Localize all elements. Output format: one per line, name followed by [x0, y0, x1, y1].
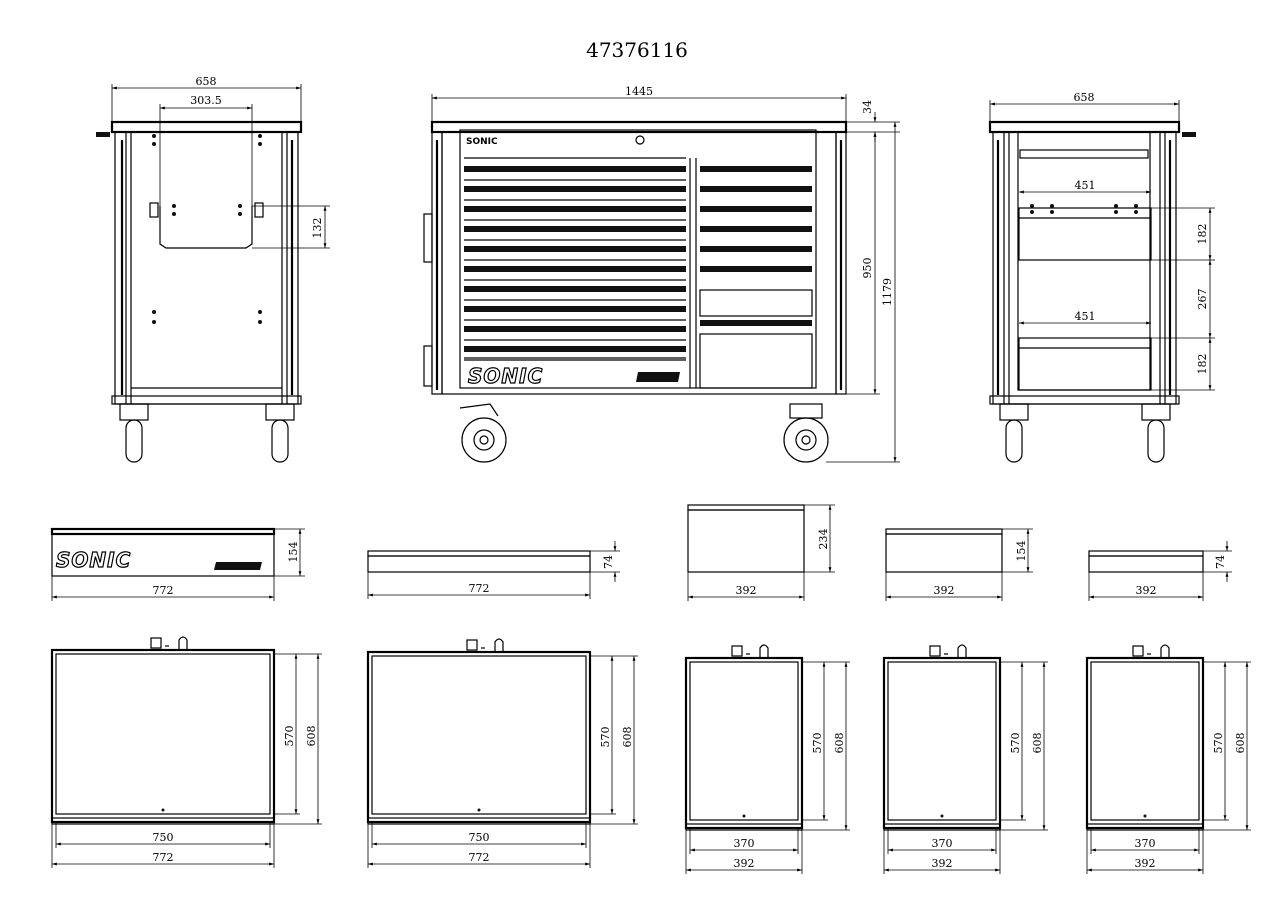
dim-drawer-top-4-inner-width: 370 [932, 837, 953, 850]
dim-drawer-front-1-width: 772 [153, 584, 174, 597]
drawer-top-view-5: 370 392 570 608 [1085, 644, 1251, 874]
drawer-top-view-1: 750 772 570 608 [50, 636, 322, 868]
dim-shelf-width-top: 451 [1075, 179, 1096, 192]
dim-drawer-front-2-height: 74 [602, 555, 615, 569]
dim-side-left-width: 658 [196, 75, 217, 88]
dim-drawer-top-3-inner-depth: 570 [811, 733, 824, 754]
side-view-left: 658 303.5 132 [96, 75, 330, 463]
dim-drawer-top-2-outer-depth: 608 [621, 727, 634, 748]
drawing-title: 47376116 [586, 38, 688, 62]
drawer-front-brand: SONIC [56, 548, 131, 572]
dim-side-right-width: 658 [1074, 91, 1095, 104]
dim-drawer-top-3-outer-depth: 608 [833, 733, 846, 754]
dim-drawer-front-5-width: 392 [1136, 584, 1157, 597]
dim-front-total-height: 1179 [881, 278, 894, 306]
dim-shelf-gap: 267 [1196, 289, 1209, 310]
dim-bracket-width: 303.5 [190, 94, 222, 107]
dim-drawer-front-3-height: 234 [817, 529, 830, 550]
dim-drawer-top-1-outer-depth: 608 [305, 726, 318, 747]
dim-drawer-top-1-inner-width: 750 [153, 831, 174, 844]
dim-drawer-top-5-outer-width: 392 [1135, 857, 1156, 870]
dim-drawer-top-5-inner-depth: 570 [1212, 733, 1225, 754]
dim-front-top-offset: 34 [861, 100, 874, 114]
dim-drawer-front-3-width: 392 [736, 584, 757, 597]
side-view-right: 658 451 451 182 267 182 [988, 91, 1215, 463]
drawer-front-5: 392 74 [1088, 541, 1232, 601]
dim-drawer-top-4-outer-depth: 608 [1031, 733, 1044, 754]
dim-drawer-top-3-outer-width: 392 [734, 857, 755, 870]
dim-front-width: 1445 [625, 85, 653, 98]
front-view: SONIC SONIC 1445 34 950 [423, 85, 900, 463]
dim-drawer-top-3-inner-width: 370 [734, 837, 755, 850]
dim-drawer-top-5-outer-depth: 608 [1234, 733, 1247, 754]
front-top-logo: SONIC [466, 137, 498, 147]
front-brand-logo: SONIC [468, 364, 543, 388]
drawer-top-view-3: 370 392 570 608 [684, 644, 850, 874]
dim-drawer-top-4-inner-depth: 570 [1009, 733, 1022, 754]
drawer-top-view-2: 750 772 570 608 [366, 638, 638, 868]
dim-drawer-top-2-inner-width: 750 [469, 831, 490, 844]
dim-drawer-top-1-outer-width: 772 [153, 851, 174, 864]
drawer-top-view-4: 370 392 570 608 [882, 644, 1048, 874]
dim-drawer-front-4-width: 392 [934, 584, 955, 597]
drawer-front-4: 392 154 [885, 528, 1033, 601]
dim-drawer-top-1-inner-depth: 570 [283, 726, 296, 747]
drawer-front-1: SONIC 772 154 [50, 527, 305, 601]
dim-drawer-top-2-inner-depth: 570 [599, 727, 612, 748]
dim-drawer-front-5-height: 74 [1214, 555, 1227, 569]
dim-drawer-top-2-outer-width: 772 [469, 851, 490, 864]
dim-front-body-height: 950 [861, 258, 874, 279]
dim-shelf-width-bottom: 451 [1075, 310, 1096, 323]
dim-drawer-front-2-width: 772 [469, 582, 490, 595]
dim-drawer-top-5-inner-width: 370 [1135, 837, 1156, 850]
drawer-front-2: 772 74 [367, 541, 620, 599]
dim-shelf-height-bottom: 182 [1196, 354, 1209, 375]
dim-drawer-top-4-outer-width: 392 [932, 857, 953, 870]
drawer-front-3: 392 234 [687, 504, 835, 601]
dim-drawer-front-1-height: 154 [287, 542, 300, 563]
dim-shelf-height-top: 182 [1196, 224, 1209, 245]
dim-drawer-front-4-height: 154 [1015, 541, 1028, 562]
dim-bracket-height: 132 [311, 218, 324, 239]
